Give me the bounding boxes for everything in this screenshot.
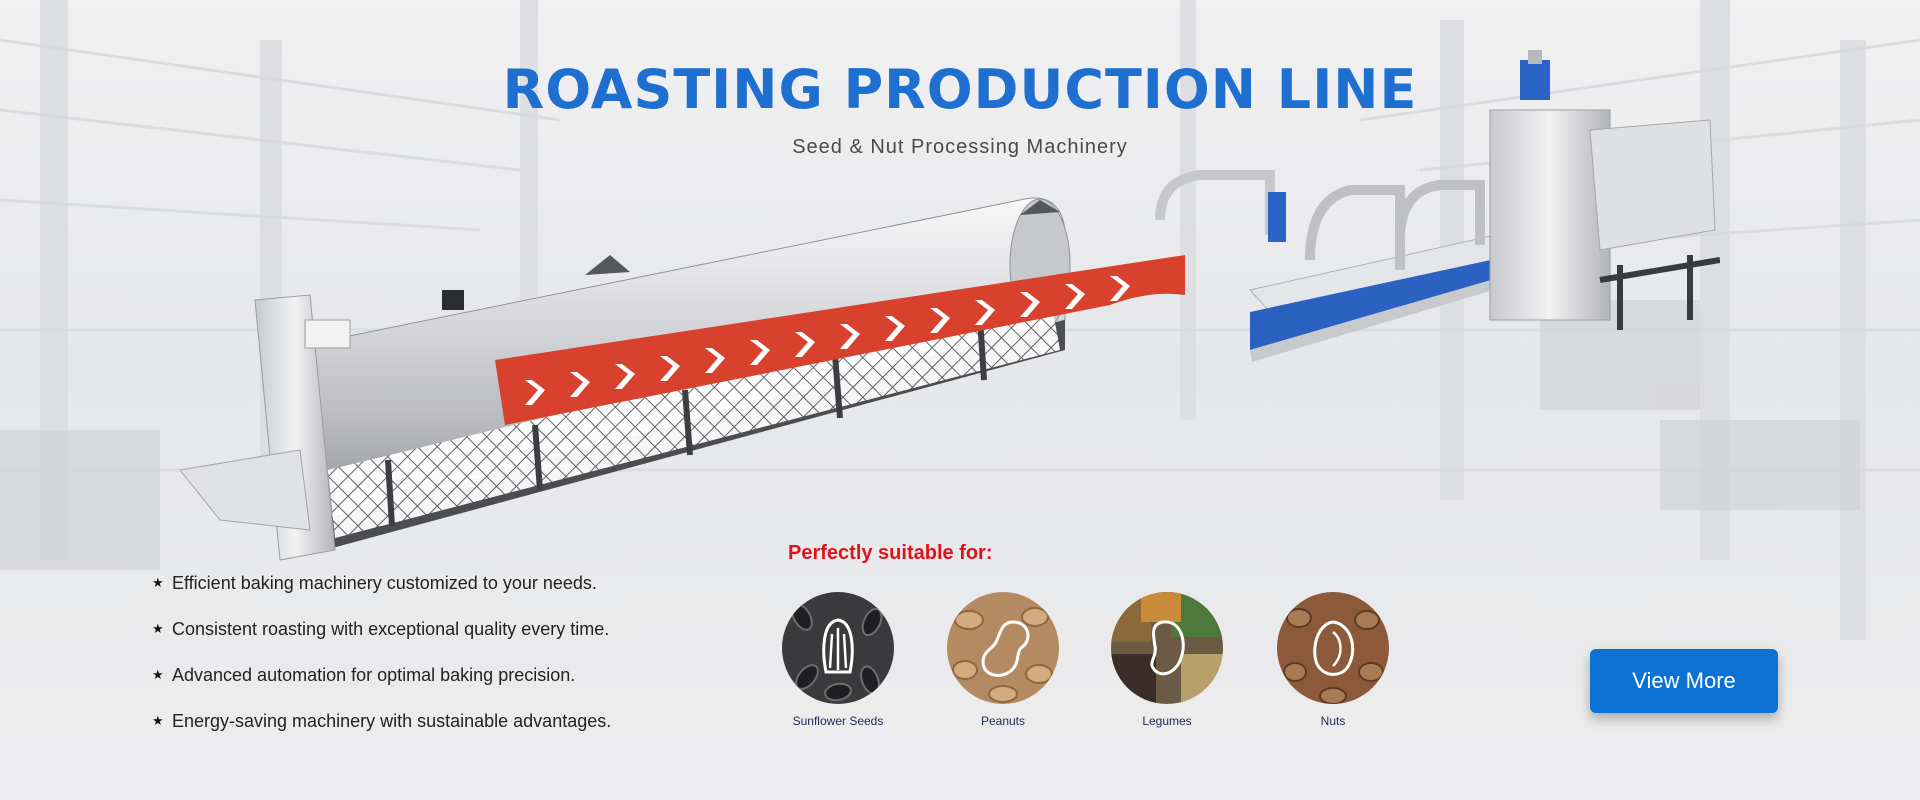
roaster-drum: [179, 197, 1185, 561]
feature-text: Advanced automation for optimal baking p…: [172, 664, 576, 685]
sunflower-seed-icon: [822, 618, 854, 674]
category-legumes[interactable]: Legumes: [1107, 592, 1227, 728]
category-photo: [947, 592, 1059, 704]
category-peanuts[interactable]: Peanuts: [943, 592, 1063, 728]
feature-text: Consistent roasting with exceptional qua…: [172, 618, 610, 639]
page-subtitle: Seed & Nut Processing Machinery: [792, 136, 1128, 158]
star-icon: ★: [152, 713, 164, 728]
feature-item: ★ Energy-saving machinery with sustainab…: [152, 698, 611, 744]
nut-icon: [1313, 620, 1355, 676]
feature-text: Energy-saving machinery with sustainable…: [172, 710, 612, 731]
star-icon: ★: [152, 621, 164, 636]
category-label: Legumes: [1142, 714, 1192, 728]
bean-icon: [1150, 620, 1185, 676]
feature-list: ★ Efficient baking machinery customized …: [152, 560, 611, 744]
feature-item: ★ Efficient baking machinery customized …: [152, 560, 611, 606]
category-label: Sunflower Seeds: [792, 714, 884, 728]
roasting-machine-illustration: [179, 50, 1720, 561]
category-photo: [1111, 592, 1223, 704]
feature-item: ★ Consistent roasting with exceptional q…: [152, 606, 611, 652]
cooling-conveyor: [1155, 50, 1720, 362]
category-photo: [782, 592, 894, 704]
view-more-button[interactable]: View More: [1590, 649, 1778, 713]
category-nuts[interactable]: Nuts: [1273, 592, 1393, 728]
peanut-icon: [981, 620, 1030, 677]
category-photo: [1277, 592, 1389, 704]
suitable-heading: Perfectly suitable for:: [788, 542, 993, 564]
category-label: Peanuts: [980, 714, 1026, 728]
feature-text: Efficient baking machinery customized to…: [172, 572, 597, 593]
star-icon: ★: [152, 667, 164, 682]
star-icon: ★: [152, 575, 164, 590]
category-label: Nuts: [1320, 714, 1346, 728]
category-sunflower-seeds[interactable]: Sunflower Seeds: [778, 592, 898, 728]
feature-item: ★ Advanced automation for optimal baking…: [152, 652, 611, 698]
page-title: ROASTING PRODUCTION LINE: [502, 58, 1418, 121]
